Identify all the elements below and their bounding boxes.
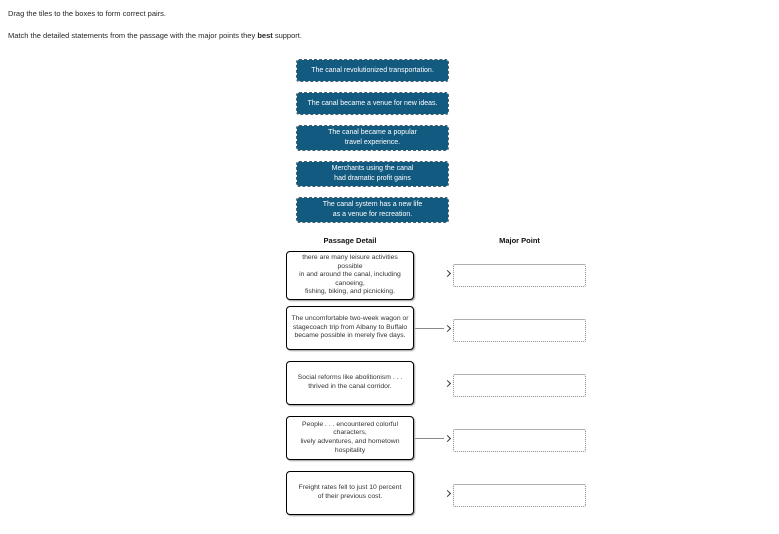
column-header-major-point: Major Point: [499, 236, 540, 245]
major-point-dropzone[interactable]: [453, 374, 586, 397]
match-row-freight-rates: Freight rates fell to just 10 percent of…: [286, 471, 586, 526]
instruction-match-bold-word: best: [257, 31, 273, 40]
instruction-drag-tiles: Drag the tiles to the boxes to form corr…: [8, 9, 166, 18]
arrow-connector: [415, 361, 452, 405]
arrow-connector: [415, 251, 452, 295]
major-point-dropzone[interactable]: [453, 264, 586, 287]
instruction-match-prefix: Match the detailed statements from the p…: [8, 31, 258, 40]
instruction-match-suffix: support.: [272, 31, 302, 40]
tile-canal-popular-travel-experience[interactable]: The canal became a popular travel experi…: [296, 125, 449, 151]
arrow-right-icon: [443, 269, 452, 277]
arrow-connector: [415, 416, 452, 460]
passage-detail-box: Social reforms like abolitionism . . . t…: [286, 361, 414, 405]
passage-detail-box: The uncomfortable two-week wagon or stag…: [286, 306, 414, 350]
major-point-dropzone[interactable]: [453, 484, 586, 507]
tile-canal-new-life-recreation[interactable]: The canal system has a new life as a ven…: [296, 197, 449, 223]
arrow-line: [415, 327, 444, 329]
arrow-line: [415, 437, 444, 439]
tile-merchants-profit-gains[interactable]: Merchants using the canal had dramatic p…: [296, 161, 449, 187]
major-point-dropzone[interactable]: [453, 319, 586, 342]
tile-canal-venue-new-ideas[interactable]: The canal became a venue for new ideas.: [296, 92, 449, 115]
passage-detail-box: Freight rates fell to just 10 percent of…: [286, 471, 414, 515]
instruction-match-statements: Match the detailed statements from the p…: [8, 31, 302, 40]
passage-detail-box: there are many leisure activities possib…: [286, 251, 414, 300]
column-header-passage-detail: Passage Detail: [323, 236, 377, 245]
passage-detail-box: People . . . encountered colorful charac…: [286, 416, 414, 460]
arrow-right-icon: [443, 489, 452, 497]
match-row-colorful-characters: People . . . encountered colorful charac…: [286, 416, 586, 471]
major-point-dropzone[interactable]: [453, 429, 586, 452]
arrow-connector: [415, 306, 452, 350]
matching-rows: there are many leisure activities possib…: [286, 251, 586, 526]
arrow-right-icon: [443, 379, 452, 387]
tile-canal-revolutionized-transportation[interactable]: The canal revolutionized transportation.: [296, 59, 449, 82]
match-row-albany-buffalo-trip: The uncomfortable two-week wagon or stag…: [286, 306, 586, 361]
arrow-right-icon: [443, 324, 452, 332]
arrow-right-icon: [443, 434, 452, 442]
tile-bank: The canal revolutionized transportation.…: [296, 59, 449, 223]
match-row-social-reforms: Social reforms like abolitionism . . . t…: [286, 361, 586, 416]
arrow-connector: [415, 471, 452, 515]
match-row-leisure-activities: there are many leisure activities possib…: [286, 251, 586, 306]
